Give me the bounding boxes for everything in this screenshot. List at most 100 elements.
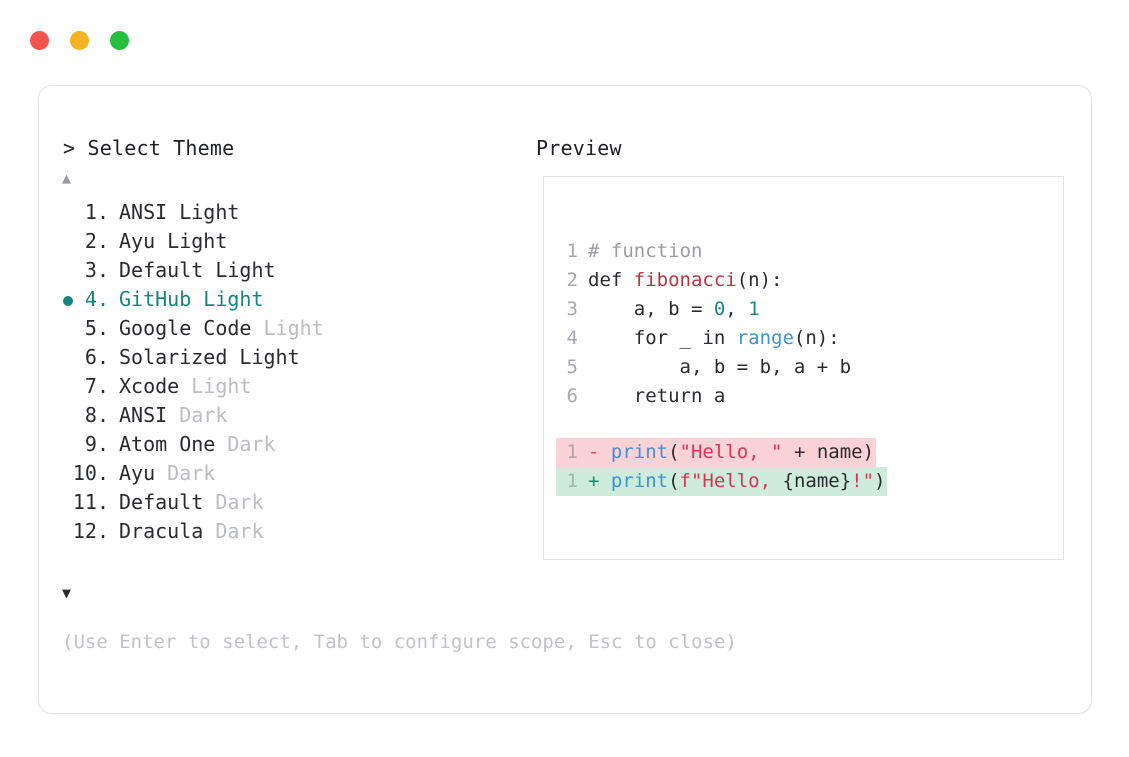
theme-variant-tag: Light	[239, 345, 300, 369]
code-token: ,	[725, 298, 749, 320]
theme-index: 9.	[84, 432, 109, 456]
code-token: 0	[713, 298, 726, 320]
theme-name: Solarized	[119, 345, 228, 369]
theme-list-item[interactable]: 11. Default Dark	[39, 488, 509, 517]
theme-list-item[interactable]: 6.Solarized Light	[39, 343, 509, 372]
window-minimize-button[interactable]	[70, 31, 89, 50]
line-number: 4	[566, 327, 578, 349]
theme-variant-tag: Light	[203, 287, 264, 311]
code-token: (n):	[793, 327, 840, 349]
theme-index: 11.	[72, 490, 109, 514]
theme-list-item[interactable]: 4. GitHub Light	[39, 285, 509, 314]
theme-list-item[interactable]: 12.Dracula Dark	[39, 517, 509, 546]
code-token: )	[874, 470, 886, 492]
theme-name: ANSI	[119, 403, 168, 427]
select-theme-title: Select Theme	[87, 136, 235, 160]
theme-name: Ayu	[119, 229, 156, 253]
theme-list-item[interactable]: 3. Default Light	[39, 256, 509, 285]
theme-name: Xcode	[119, 374, 180, 398]
diff-sign: -	[588, 441, 611, 463]
line-number: 5	[566, 356, 578, 378]
diff-line-removed: 1- print("Hello, " + name)	[556, 438, 877, 467]
theme-variant-tag: Dark	[167, 461, 216, 485]
theme-name: Dracula	[119, 519, 204, 543]
line-number: 1	[566, 441, 578, 463]
code-line: 5 a, b = b, a + b	[556, 353, 1061, 382]
theme-name: Ayu	[119, 461, 156, 485]
theme-variant-tag: Dark	[227, 432, 276, 456]
keyboard-hint: (Use Enter to select, Tab to configure s…	[62, 631, 737, 653]
theme-name: Default	[119, 258, 204, 282]
code-line: 4 for _ in range(n):	[556, 324, 1061, 353]
theme-variant-tag: Light	[215, 258, 276, 282]
code-token: a, b = b, a + b	[588, 356, 852, 378]
scroll-up-arrow-icon[interactable]: ▲	[62, 169, 72, 187]
window-close-button[interactable]	[30, 31, 49, 50]
theme-variant-tag: Light	[179, 200, 240, 224]
code-token: print	[610, 441, 669, 463]
selected-bullet-icon	[63, 296, 73, 306]
theme-list-item[interactable]: 7. Xcode Light	[39, 372, 509, 401]
line-number: 3	[566, 298, 578, 320]
line-number: 1	[566, 470, 578, 492]
code-preview: 1 # function 2 def fibonacci (n): 3 a, b = 0,…	[556, 237, 1061, 496]
code-token: fibonacci	[633, 269, 737, 291]
theme-name: Google Code	[119, 316, 252, 340]
theme-index: 2.	[84, 229, 109, 253]
code-token: a, b =	[588, 298, 714, 320]
theme-list-item[interactable]: 9. Atom One Dark	[39, 430, 509, 459]
theme-variant-tag: Dark	[215, 490, 264, 514]
code-token: 1	[748, 298, 760, 320]
theme-index: 8.	[84, 403, 109, 427]
theme-list-item[interactable]: 2. Ayu Light	[39, 227, 509, 256]
theme-list-item[interactable]: 5. Google Code Light	[39, 314, 509, 343]
theme-list-item[interactable]: 8. ANSI Dark	[39, 401, 509, 430]
theme-name: Default	[119, 490, 204, 514]
theme-index: 4.	[84, 287, 109, 311]
line-number: 2	[566, 269, 578, 291]
code-token: f"Hello,	[679, 470, 783, 492]
preview-panel: 1 # function 2 def fibonacci (n): 3 a, b = 0,…	[543, 176, 1064, 560]
code-line: 3 a, b = 0, 1	[556, 295, 1061, 324]
code-token: "Hello, "	[679, 441, 783, 463]
theme-index: 5.	[84, 316, 109, 340]
line-number: 6	[566, 385, 578, 407]
code-token: return a	[588, 385, 726, 407]
code-token: def	[588, 269, 634, 291]
theme-variant-tag: Light	[167, 229, 228, 253]
theme-index: 7.	[84, 374, 109, 398]
code-token: for _ in	[588, 327, 737, 349]
theme-index: 1.	[84, 200, 109, 224]
scroll-down-arrow-icon[interactable]: ▼	[62, 584, 72, 602]
code-token: !"	[851, 470, 875, 492]
line-number: 1	[566, 240, 578, 262]
theme-variant-tag: Dark	[179, 403, 228, 427]
theme-index: 12.	[72, 519, 109, 543]
theme-name: GitHub	[119, 287, 192, 311]
theme-variant-tag: Light	[263, 316, 324, 340]
select-theme-heading: > Select Theme	[63, 136, 234, 160]
window-zoom-button[interactable]	[110, 31, 129, 50]
theme-index: 10.	[72, 461, 109, 485]
code-token: print	[610, 470, 669, 492]
code-line: 6 return a	[556, 382, 1061, 411]
theme-index: 3.	[84, 258, 109, 282]
diff-sign: +	[588, 470, 611, 492]
code-token: (	[668, 441, 680, 463]
diff-line-added: 1+ print(f"Hello, {name}!")	[556, 467, 888, 496]
theme-list-item[interactable]: 10. Ayu Dark	[39, 459, 509, 488]
theme-variant-tag: Light	[191, 374, 252, 398]
code-token: {name}	[782, 470, 852, 492]
code-token: # function	[588, 240, 703, 262]
code-line: 1 # function	[556, 237, 1061, 266]
code-spacer	[556, 411, 1061, 438]
code-token: range	[736, 327, 794, 349]
theme-list-item[interactable]: 1.ANSI Light	[39, 198, 509, 227]
theme-name: Atom One	[119, 432, 216, 456]
window-traffic-lights	[30, 31, 129, 50]
preview-heading: Preview	[536, 136, 622, 160]
